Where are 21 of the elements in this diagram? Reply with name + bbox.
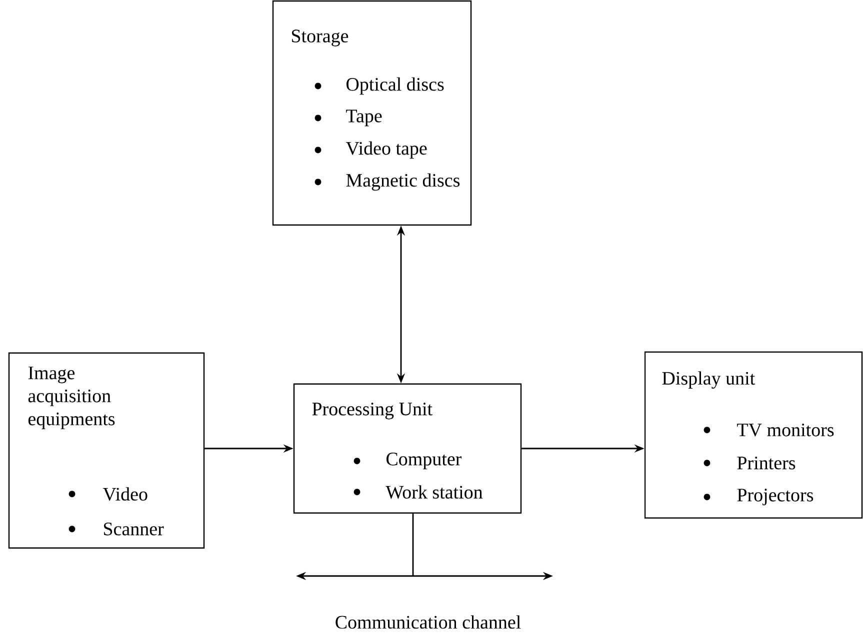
list-item: Optical discs: [346, 77, 444, 95]
block-box: [272, 0, 472, 226]
list-item: Magnetic discs: [346, 173, 460, 191]
list-item: TV monitors: [737, 424, 834, 436]
list-item: Computer: [386, 452, 462, 470]
list-item: Work station: [386, 485, 483, 499]
channel-label: Communication channel: [336, 615, 521, 629]
heading: Processing Unit: [312, 402, 432, 420]
connector: [412, 514, 414, 576]
list-item: Video: [102, 487, 148, 501]
heading: Storage: [292, 30, 348, 46]
list-item: Video tape: [346, 141, 427, 159]
list-item: Printers: [737, 456, 796, 470]
list-item: Projectors: [737, 488, 814, 506]
list-item: Scanner: [104, 522, 164, 536]
heading: Display unit: [662, 371, 755, 389]
block-box: [644, 351, 863, 519]
block-box: [8, 352, 205, 549]
list-item: Tape: [346, 110, 382, 126]
heading: Image acquisition equipments: [28, 366, 115, 430]
block-box: [293, 383, 522, 514]
